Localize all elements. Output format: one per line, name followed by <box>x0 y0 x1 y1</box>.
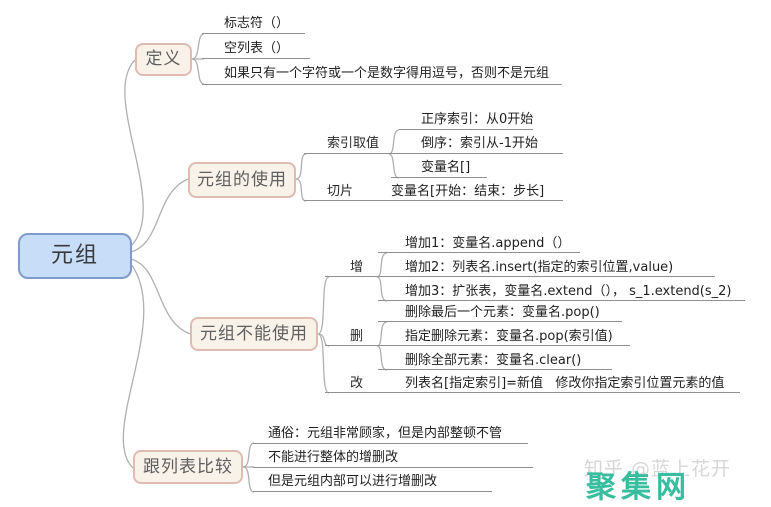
watermark-jujiwang-logo: 聚集网 <box>586 470 691 505</box>
leaf-definition-marker: 标志符（） <box>224 16 290 31</box>
leaf-variable-brackets: 变量名[] <box>421 160 471 175</box>
leaf-definition-empty-list: 空列表（） <box>224 41 290 56</box>
watermark-zhihu-author: 知乎 @蓝上花开 <box>584 458 732 480</box>
root-node-tuple: 元组 <box>18 233 132 279</box>
branch-compare-node: 跟列表比较 <box>133 450 243 484</box>
leaf-modify-assign: 列表名[指定索引]=新值 修改你指定索引位置元素的值 <box>405 376 725 391</box>
node-delete-label: 删 <box>350 329 364 344</box>
branch-definition-node: 定义 <box>135 43 192 76</box>
leaf-add-insert: 增加2：列表名.insert(指定的索引位置,value) <box>405 260 674 275</box>
node-modify-label: 改 <box>350 376 364 391</box>
node-slicing-label: 切片 <box>327 184 354 199</box>
branch-not-usable-node: 元组不能使用 <box>190 317 318 351</box>
leaf-delete-pop-last: 删除最后一个元素：变量名.pop() <box>405 305 600 320</box>
leaf-compare-inner-edit: 但是元组内部可以进行增删改 <box>268 474 438 489</box>
branch-usage-node: 元组的使用 <box>188 162 296 198</box>
leaf-reverse-index: 倒序：索引从-1开始 <box>421 136 538 151</box>
leaf-delete-pop-index: 指定删除元素：变量名.pop(索引值) <box>405 329 613 344</box>
leaf-definition-comma-rule: 如果只有一个字符或一个是数字得用逗号，否则不是元组 <box>224 66 550 81</box>
leaf-add-extend: 增加3：扩张表，变量名.extend（）， s_1.extend(s_2) <box>405 284 732 299</box>
leaf-delete-clear: 删除全部元素：变量名.clear() <box>405 353 582 368</box>
leaf-compare-no-whole-edit: 不能进行整体的增删改 <box>268 450 399 465</box>
node-indexing-label: 索引取值 <box>327 136 380 151</box>
leaf-compare-colloquial: 通俗：元组非常顾家，但是内部整顿不管 <box>268 426 503 441</box>
node-add-label: 增 <box>350 260 364 275</box>
leaf-slicing-syntax: 变量名[开始：结束：步长] <box>391 184 545 199</box>
leaf-add-append: 增加1：变量名.append（） <box>405 236 571 251</box>
leaf-forward-index: 正序索引：从0开始 <box>421 112 534 127</box>
